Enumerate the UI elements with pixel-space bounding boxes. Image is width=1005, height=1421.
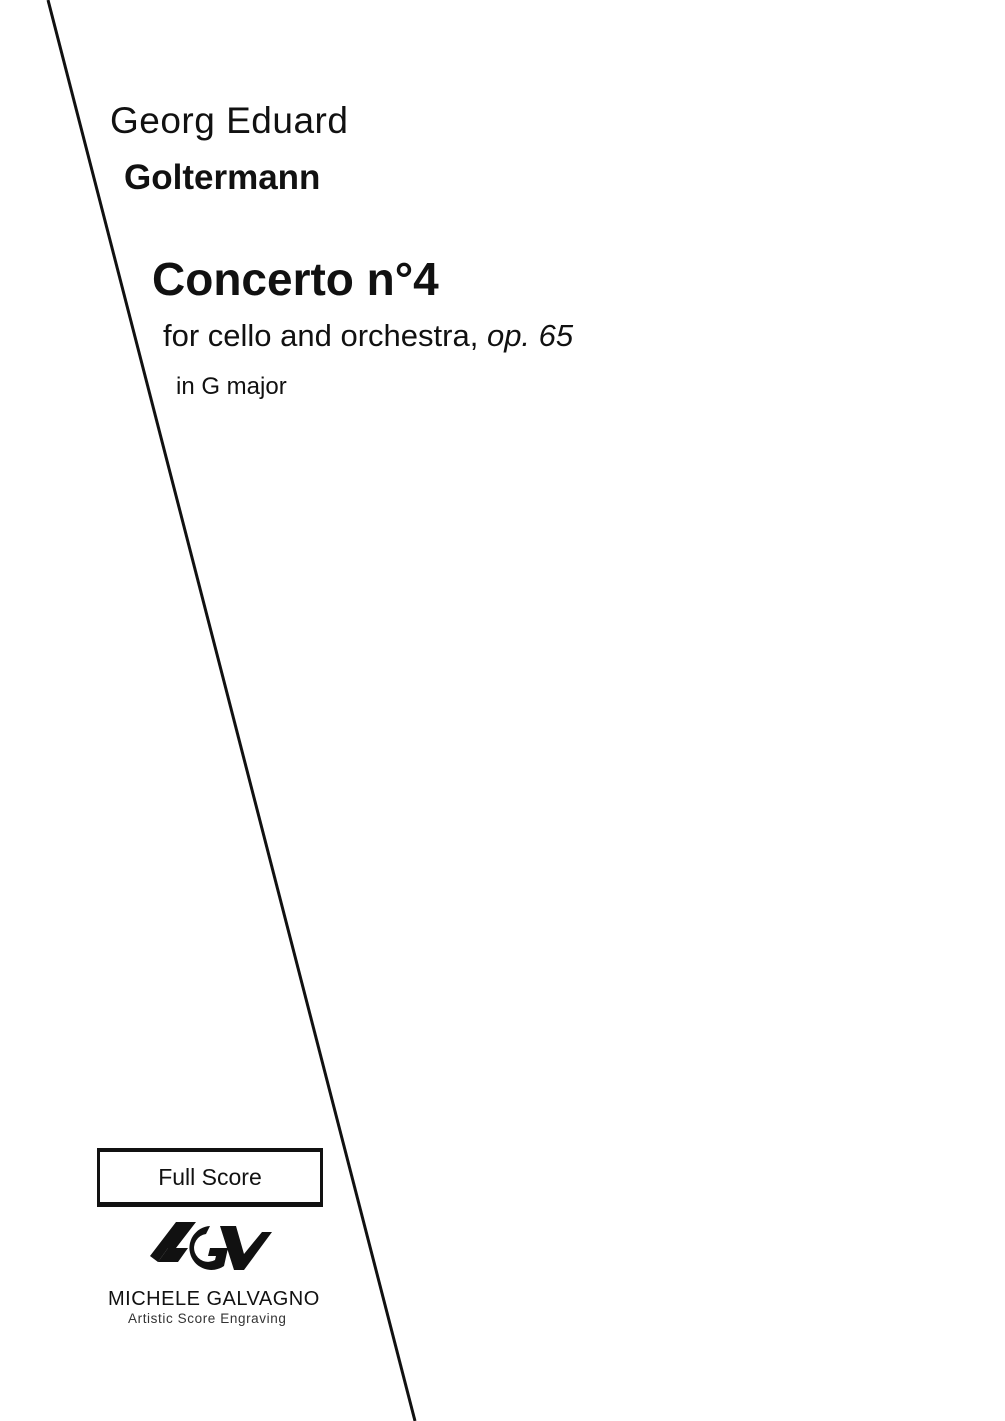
composer-first-name: Georg Eduard <box>110 100 349 141</box>
work-title: Concerto n°4 <box>152 253 439 305</box>
publisher-name: MICHELE GALVAGNO <box>108 1288 320 1310</box>
publisher-logo <box>150 1222 272 1270</box>
publisher-tagline: Artistic Score Engraving <box>128 1311 287 1326</box>
subtitle-text: for cello and orchestra, <box>163 318 479 353</box>
work-subtitle: for cello and orchestra, op. 65 <box>163 318 573 354</box>
composer-last-name: Goltermann <box>124 158 321 197</box>
opus-number: op. 65 <box>486 318 574 353</box>
work-key: in G major <box>176 373 287 400</box>
edition-label: Full Score <box>97 1148 323 1207</box>
